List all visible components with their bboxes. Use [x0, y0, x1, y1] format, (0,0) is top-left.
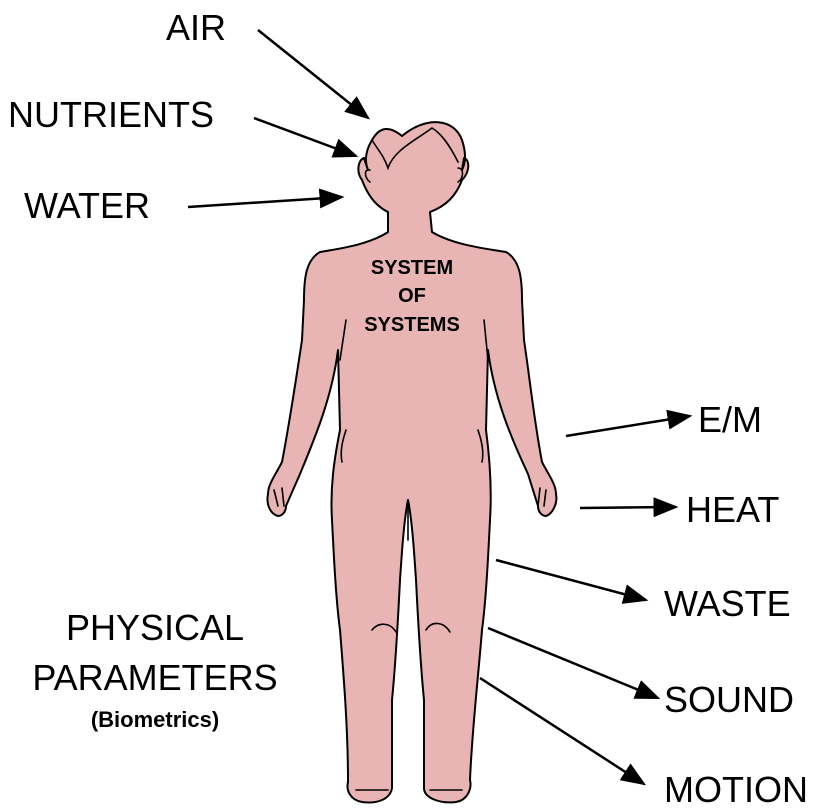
- arrow-air: [258, 30, 368, 118]
- input-label-water: WATER: [24, 185, 150, 226]
- arrow-heat: [580, 507, 676, 508]
- arrow-waste: [496, 560, 646, 600]
- output-label-waste: WASTE: [664, 583, 791, 624]
- arrow-nutrients: [254, 118, 356, 156]
- body-label-line3: SYSTEMS: [364, 314, 460, 336]
- arrow-motion: [480, 678, 644, 784]
- output-label-heat: HEAT: [686, 489, 779, 530]
- arrow-em: [566, 416, 690, 436]
- arrow-sound: [488, 628, 658, 698]
- input-label-air: AIR: [166, 7, 226, 48]
- output-label-motion: MOTION: [664, 769, 808, 810]
- body-label-line1: SYSTEM: [371, 257, 453, 279]
- parameters-label-line1: PHYSICAL: [66, 607, 244, 648]
- arrow-water: [188, 197, 342, 207]
- input-label-nutrients: NUTRIENTS: [8, 94, 214, 135]
- output-label-em: E/M: [698, 399, 762, 440]
- parameters-label-line2: PARAMETERS: [32, 657, 277, 698]
- output-label-sound: SOUND: [664, 679, 794, 720]
- parameters-label-line3: (Biometrics): [91, 707, 219, 732]
- body-label-line2: OF: [398, 285, 426, 307]
